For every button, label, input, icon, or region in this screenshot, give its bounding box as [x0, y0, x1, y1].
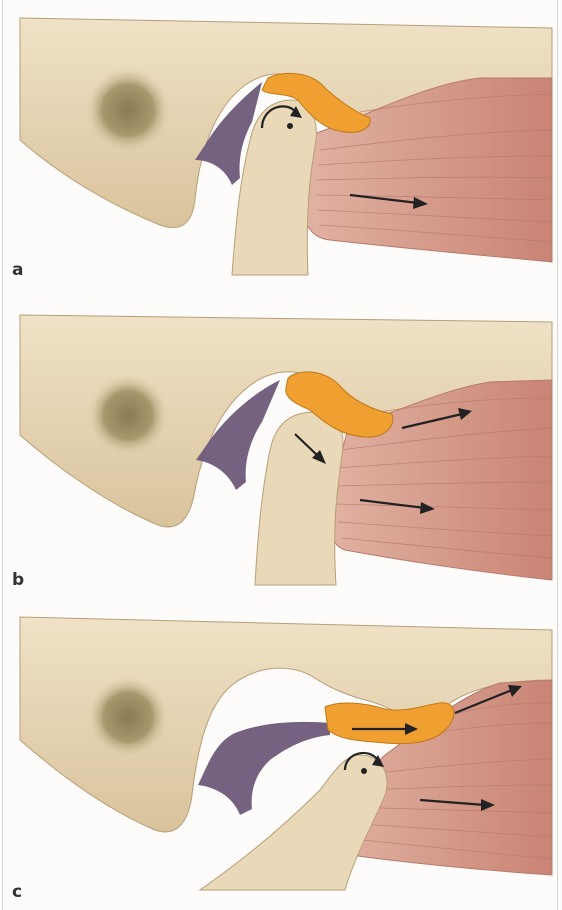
panel-label-b: b: [12, 570, 24, 590]
ear-canal: [88, 375, 168, 455]
panel-label-c: c: [12, 882, 22, 902]
tmj-diagram-a: [0, 0, 562, 300]
rotation-center-dot: [361, 768, 367, 774]
panel-label-a: a: [12, 260, 23, 280]
rotation-center-dot: [287, 123, 293, 129]
ear-canal: [86, 68, 170, 152]
ear-canal: [88, 677, 168, 757]
tmj-diagram-c: [0, 605, 562, 905]
panel-a: a: [0, 0, 562, 300]
panel-b: b: [0, 300, 562, 600]
tmj-diagram-b: [0, 300, 562, 600]
panel-c: c: [0, 605, 562, 905]
